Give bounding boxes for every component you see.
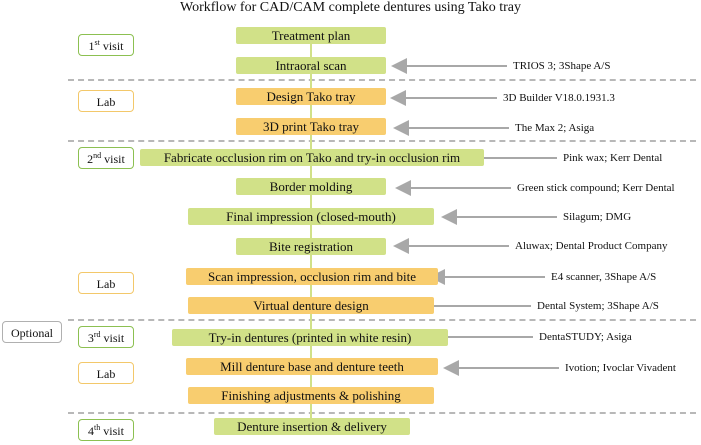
arrow-group <box>390 58 559 376</box>
step-bite-registration: Bite registration <box>236 238 386 255</box>
note-trios: TRIOS 3; 3Shape A/S <box>513 60 611 72</box>
label-2nd-visit: 2nd visit <box>78 147 134 169</box>
step-scan-impression: Scan impression, occlusion rim and bite <box>186 268 438 285</box>
label-1st-visit: 1st visit <box>78 34 134 56</box>
diagram-title: Workflow for CAD/CAM complete dentures u… <box>180 0 521 15</box>
label-lab-1: Lab <box>78 90 134 112</box>
note-e4-scanner: E4 scanner, 3Shape A/S <box>551 271 657 283</box>
label-lab-3: Lab <box>78 362 134 384</box>
note-the-max: The Max 2; Asiga <box>515 122 595 134</box>
note-green-stick: Green stick compound; Kerr Dental <box>517 182 675 194</box>
step-fabricate-occlusion-rim: Fabricate occlusion rim on Tako and try-… <box>140 149 484 166</box>
note-silagum: Silagum; DMG <box>563 211 632 223</box>
note-dental-system: Dental System; 3Shape A/S <box>537 300 659 312</box>
step-final-impression: Final impression (closed-mouth) <box>188 208 434 225</box>
label-3rd-visit: 3rd visit <box>78 326 134 348</box>
section-separator <box>68 412 696 414</box>
note-pink-wax: Pink wax; Kerr Dental <box>563 152 663 164</box>
section-separator <box>68 319 696 321</box>
note-3d-builder: 3D Builder V18.0.1931.3 <box>503 92 615 104</box>
step-try-in-dentures: Try-in dentures (printed in white resin) <box>172 329 448 346</box>
section-separator <box>68 79 696 81</box>
step-denture-insertion: Denture insertion & delivery <box>214 418 410 435</box>
step-mill-denture-base: Mill denture base and denture teeth <box>186 358 438 375</box>
step-intraoral-scan: Intraoral scan <box>236 57 386 74</box>
step-virtual-denture-design: Virtual denture design <box>188 297 434 314</box>
step-finishing-adjustments: Finishing adjustments & polishing <box>188 387 434 404</box>
step-design-tako-tray: Design Tako tray <box>236 88 386 105</box>
label-optional: Optional <box>2 321 62 343</box>
note-ivotion: Ivotion; Ivoclar Vivadent <box>565 362 676 374</box>
step-border-molding: Border molding <box>236 178 386 195</box>
step-treatment-plan: Treatment plan <box>236 27 386 44</box>
note-aluwax: Aluwax; Dental Product Company <box>515 240 668 252</box>
step-3d-print-tako-tray: 3D print Tako tray <box>236 118 386 135</box>
label-lab-2: Lab <box>78 272 134 294</box>
section-separator <box>68 140 696 142</box>
label-4th-visit: 4th visit <box>78 419 134 441</box>
note-dentastudy: DentaSTUDY; Asiga <box>539 331 632 343</box>
